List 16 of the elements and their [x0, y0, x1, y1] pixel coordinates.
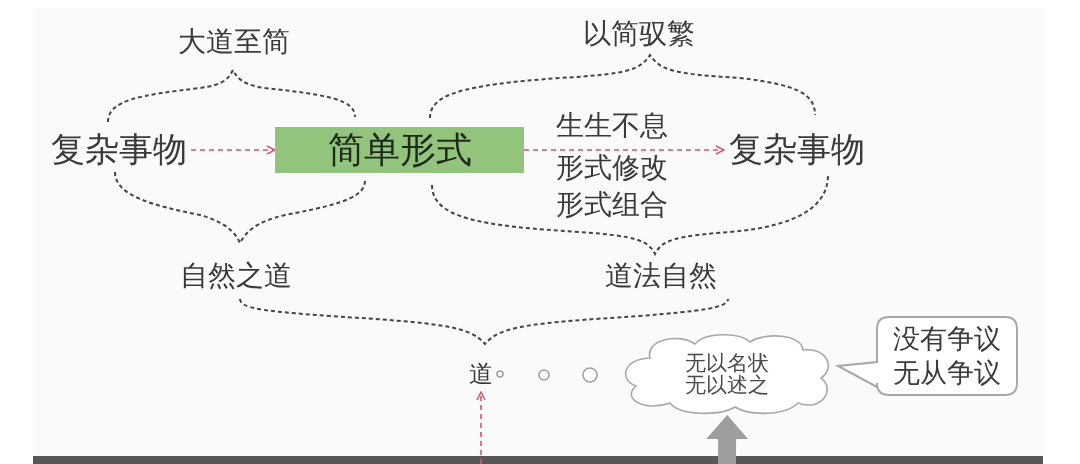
annotation-text: 形式组合: [556, 189, 668, 222]
concept-label: 复杂事物: [46, 128, 191, 172]
annotation-text: 自然之道: [180, 260, 292, 293]
dashed-arrow: [190, 145, 276, 155]
dashed-arrow: [523, 145, 725, 155]
edge-label: 生生不息: [556, 110, 668, 143]
annotation-text: 以简驭繁: [583, 18, 695, 51]
concept-label: 道: [468, 358, 494, 392]
annotation-text: 大道至简: [178, 26, 290, 59]
annotation-text: 形式修改: [556, 152, 668, 185]
concept-label: 复杂事物: [724, 128, 869, 172]
speech-bubble: 没有争议无从争议: [836, 316, 1018, 396]
block-arrow: [706, 415, 749, 464]
concept-box: 简单形式: [275, 127, 524, 173]
annotation-text: 道法自然: [605, 260, 717, 293]
dashed-arrow: [476, 391, 486, 464]
